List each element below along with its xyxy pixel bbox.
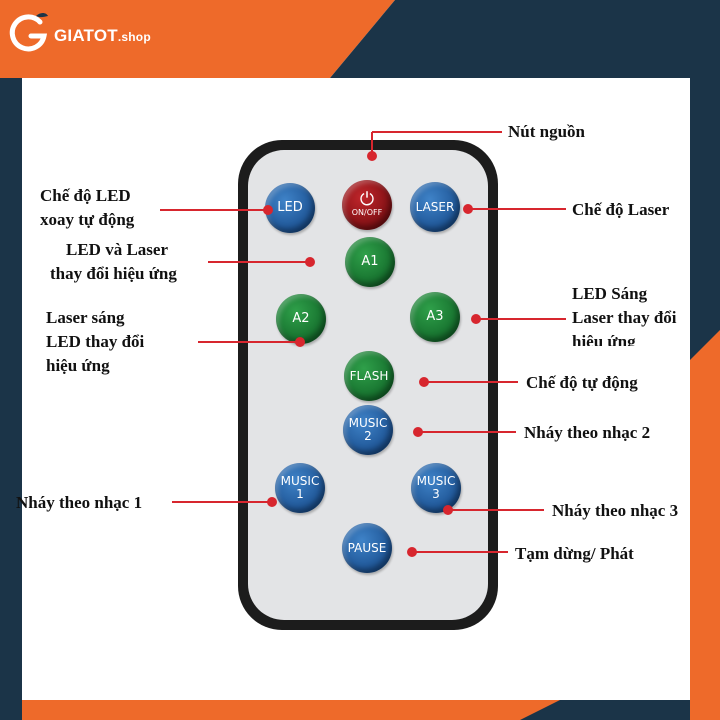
label-a2-line1: Laser sáng	[46, 308, 125, 327]
label-power: Nút nguồn	[508, 122, 586, 141]
label-a2-line3: hiệu ứng	[46, 356, 110, 375]
a2-button[interactable]: A2	[276, 294, 326, 344]
power-icon: ⏻	[359, 189, 375, 211]
label-a3-line1: LED Sáng	[572, 284, 648, 303]
label-a3-line2: Laser thay đổi	[572, 308, 677, 327]
flash-button[interactable]: FLASH	[344, 351, 394, 401]
led-button[interactable]: LED	[265, 183, 315, 233]
brand-logo[interactable]: GIATOT.shop	[6, 10, 151, 56]
label-auto: Chế độ tự động	[526, 373, 638, 392]
label-led-rotate-line1: Chế độ LED	[40, 186, 131, 205]
a3-button[interactable]: A3	[410, 292, 460, 342]
label-pause: Tạm dừng/ Phát	[515, 544, 634, 563]
label-music3: Nháy theo nhạc 3	[552, 501, 679, 520]
label-laser-mode: Chế độ Laser	[572, 200, 670, 219]
label-music1: Nháy theo nhạc 1	[16, 493, 143, 512]
brand-name: GIATOT.shop	[54, 26, 151, 45]
a1-button[interactable]: A1	[345, 237, 395, 287]
logo-g-icon	[9, 13, 48, 52]
label-a2-line2: LED thay đổi	[46, 332, 145, 351]
label-a1-line2: thay đổi hiệu ứng	[50, 264, 177, 283]
pause-button[interactable]: PAUSE	[342, 523, 392, 573]
music1-button[interactable]: MUSIC 1	[275, 463, 325, 513]
remote-control: LED ⏻ ON/OFF LASER A1 A2 A3 FLASH MUSIC …	[238, 140, 498, 630]
label-led-rotate-line2: xoay tự động	[40, 210, 135, 229]
laser-button[interactable]: LASER	[410, 182, 460, 232]
power-button[interactable]: ⏻ ON/OFF	[342, 180, 392, 230]
label-music2: Nháy theo nhạc 2	[524, 423, 651, 442]
label-a3-line3: hiệu ứng	[572, 332, 636, 346]
label-a1-line1: LED và Laser	[66, 240, 168, 259]
music2-button[interactable]: MUSIC 2	[343, 405, 393, 455]
music3-button[interactable]: MUSIC 3	[411, 463, 461, 513]
